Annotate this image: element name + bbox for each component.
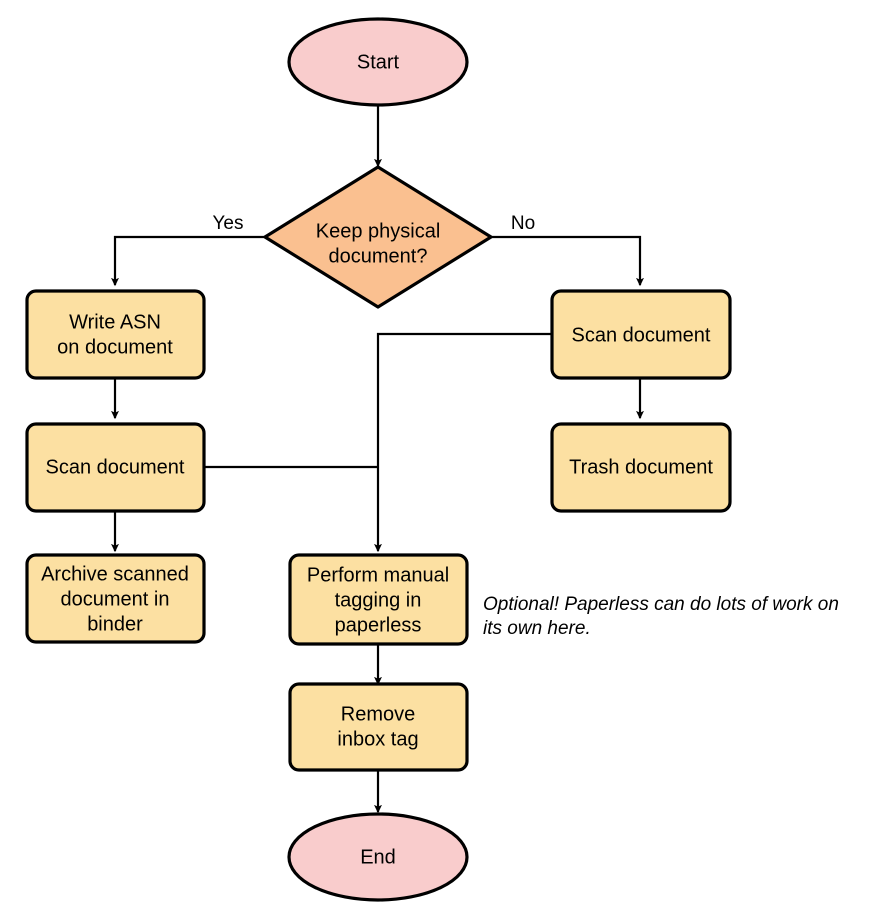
annotation-optional-paperless: Optional! Paperless can do lots of work … (483, 594, 839, 639)
trash-document-box-shape (550, 422, 732, 513)
node-decision-keep-physical-document[interactable]: Keep physical document? (263, 165, 493, 309)
remove-inbox-tag-label-line1: Remove (341, 703, 415, 725)
edge-label-yes: Yes (213, 213, 244, 234)
node-scan-document-left[interactable]: Scan document (25, 422, 206, 513)
edge-labels-layer: Yes No (213, 213, 536, 234)
end-label: End (360, 846, 396, 868)
write-asn-box-shape (25, 289, 206, 380)
scan-document-right-box-shape (550, 289, 732, 380)
end-ellipse-shape (287, 812, 469, 902)
node-archive-scanned-document[interactable]: Archive scanned document in binder (25, 553, 206, 644)
node-start[interactable]: Start (287, 17, 469, 107)
annotation-line1: Optional! Paperless can do lots of work … (483, 594, 839, 615)
tagging-label-line3: paperless (335, 614, 422, 636)
node-trash-document[interactable]: Trash document (550, 422, 732, 513)
tagging-box-shape (288, 553, 469, 646)
edge-scan-right-to-tagging (374, 332, 552, 553)
edge-decision-yes-to-write-asn (111, 235, 265, 287)
decision-diamond-shape (263, 165, 493, 309)
node-end[interactable]: End (287, 812, 469, 902)
node-remove-inbox-tag[interactable]: Remove inbox tag (288, 682, 469, 772)
scan-document-left-box-shape (25, 422, 206, 513)
node-write-asn[interactable]: Write ASN on document (25, 289, 206, 380)
archive-box-shape (25, 553, 206, 644)
write-asn-label-line1: Write ASN (69, 311, 161, 333)
archive-label-line1: Archive scanned (41, 563, 189, 585)
node-perform-manual-tagging[interactable]: Perform manual tagging in paperless (288, 553, 469, 646)
trash-document-label: Trash document (569, 456, 713, 478)
scan-document-right-label: Scan document (572, 324, 711, 346)
edge-decision-no-to-scan-right (491, 235, 644, 287)
scan-document-left-label: Scan document (46, 456, 185, 478)
decision-label-line1: Keep physical (316, 220, 441, 242)
remove-inbox-tag-box-shape (288, 682, 469, 772)
annotation-line2: its own here. (483, 618, 591, 639)
remove-inbox-tag-label-line2: inbox tag (337, 728, 418, 750)
edge-label-no: No (511, 213, 535, 234)
write-asn-label-line2: on document (57, 336, 173, 358)
start-label: Start (357, 51, 400, 73)
tagging-label-line2: tagging in (335, 589, 422, 611)
tagging-label-line1: Perform manual (307, 564, 449, 586)
start-ellipse-shape (287, 17, 469, 107)
archive-label-line3: binder (87, 613, 143, 635)
node-scan-document-right[interactable]: Scan document (550, 289, 732, 380)
edges-layer (111, 104, 644, 814)
archive-label-line2: document in (61, 588, 170, 610)
decision-label-line2: document? (329, 245, 428, 267)
